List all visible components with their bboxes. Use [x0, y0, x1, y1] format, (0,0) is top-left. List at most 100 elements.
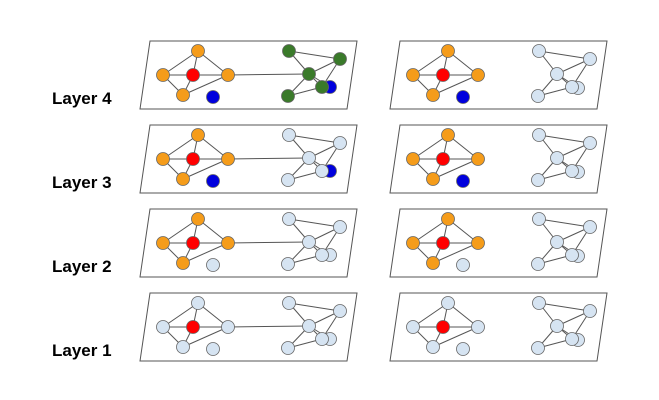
network-node-default: [333, 136, 347, 150]
network-edge: [288, 218, 341, 228]
network-edge: [538, 50, 591, 60]
network-node-default: [550, 151, 564, 165]
network-node-default: [206, 258, 220, 272]
network-node-default: [531, 89, 545, 103]
network-node-default: [282, 128, 296, 142]
network-node-default: [281, 257, 295, 271]
layer-1-left-panel: [139, 292, 358, 362]
layer-4-left-panel: [139, 40, 358, 110]
network-node-seed: [186, 236, 200, 250]
network-node-infected: [406, 236, 420, 250]
network-node-green: [333, 52, 347, 66]
network-node-infected: [406, 68, 420, 82]
network-node-blue: [206, 174, 220, 188]
network-node-infected: [191, 44, 205, 58]
network-node-green: [315, 80, 329, 94]
network-node-default: [532, 212, 546, 226]
layer-label-4: Layer 4: [52, 89, 112, 108]
network-node-infected: [471, 152, 485, 166]
network-node-infected: [406, 152, 420, 166]
network-node-green: [302, 67, 316, 81]
network-node-default: [532, 296, 546, 310]
network-edge: [162, 134, 199, 160]
network-edge: [412, 134, 449, 160]
network-node-default: [302, 235, 316, 249]
network-edge: [182, 74, 229, 96]
layer-panels: [139, 40, 608, 362]
network-node-infected: [471, 68, 485, 82]
network-node-default: [282, 296, 296, 310]
network-edge: [432, 242, 479, 264]
network-node-infected: [221, 236, 235, 250]
network-node-seed: [186, 152, 200, 166]
network-node-infected: [156, 68, 170, 82]
network-node-default: [583, 136, 597, 150]
network-node-blue: [456, 174, 470, 188]
network-node-infected: [441, 44, 455, 58]
network-edge: [412, 302, 449, 328]
network-node-infected: [191, 128, 205, 142]
network-node-default: [456, 342, 470, 356]
layer-3-right-panel: [389, 124, 608, 194]
network-node-default: [281, 173, 295, 187]
layer-2-left-panel: [139, 208, 358, 278]
network-node-infected: [221, 152, 235, 166]
network-edge: [182, 326, 229, 348]
network-node-infected: [426, 256, 440, 270]
network-node-default: [550, 235, 564, 249]
network-node-default: [583, 52, 597, 66]
network-edge: [162, 218, 199, 244]
network-node-default: [206, 342, 220, 356]
network-node-infected: [156, 236, 170, 250]
network-edge: [432, 326, 479, 348]
network-node-infected: [191, 212, 205, 226]
layer-3-left-panel: [139, 124, 358, 194]
network-node-blue: [206, 90, 220, 104]
network-edge: [162, 50, 199, 76]
network-node-default: [532, 44, 546, 58]
network-node-default: [406, 320, 420, 334]
network-node-default: [282, 212, 296, 226]
layer-label-2: Layer 2: [52, 257, 112, 276]
network-node-infected: [426, 172, 440, 186]
network-node-default: [532, 128, 546, 142]
network-node-default: [441, 296, 455, 310]
network-node-seed: [436, 68, 450, 82]
network-node-infected: [156, 152, 170, 166]
network-edge: [288, 302, 341, 312]
layer-1-right-panel: [389, 292, 608, 362]
network-node-default: [333, 304, 347, 318]
network-node-default: [426, 340, 440, 354]
network-node-infected: [221, 68, 235, 82]
network-node-infected: [176, 256, 190, 270]
network-node-green: [282, 44, 296, 58]
network-node-default: [315, 332, 329, 346]
network-node-default: [333, 220, 347, 234]
network-edge: [288, 50, 341, 60]
network-node-default: [583, 220, 597, 234]
network-node-default: [315, 248, 329, 262]
network-node-default: [156, 320, 170, 334]
network-node-default: [302, 319, 316, 333]
network-node-default: [565, 164, 579, 178]
network-node-default: [302, 151, 316, 165]
network-node-seed: [436, 236, 450, 250]
network-node-green: [281, 89, 295, 103]
network-node-default: [176, 340, 190, 354]
network-node-default: [531, 341, 545, 355]
network-edge: [182, 242, 229, 264]
network-edge: [412, 218, 449, 244]
network-node-default: [550, 67, 564, 81]
layer-label-3: Layer 3: [52, 173, 112, 192]
network-node-default: [191, 296, 205, 310]
network-edge: [538, 302, 591, 312]
network-node-infected: [441, 212, 455, 226]
network-node-seed: [186, 68, 200, 82]
network-node-default: [281, 341, 295, 355]
network-node-default: [531, 257, 545, 271]
layer-labels: Layer 4 Layer 3 Layer 2 Layer 1: [52, 89, 112, 360]
bridge-edge: [227, 157, 310, 160]
network-node-infected: [176, 88, 190, 102]
network-node-default: [315, 164, 329, 178]
